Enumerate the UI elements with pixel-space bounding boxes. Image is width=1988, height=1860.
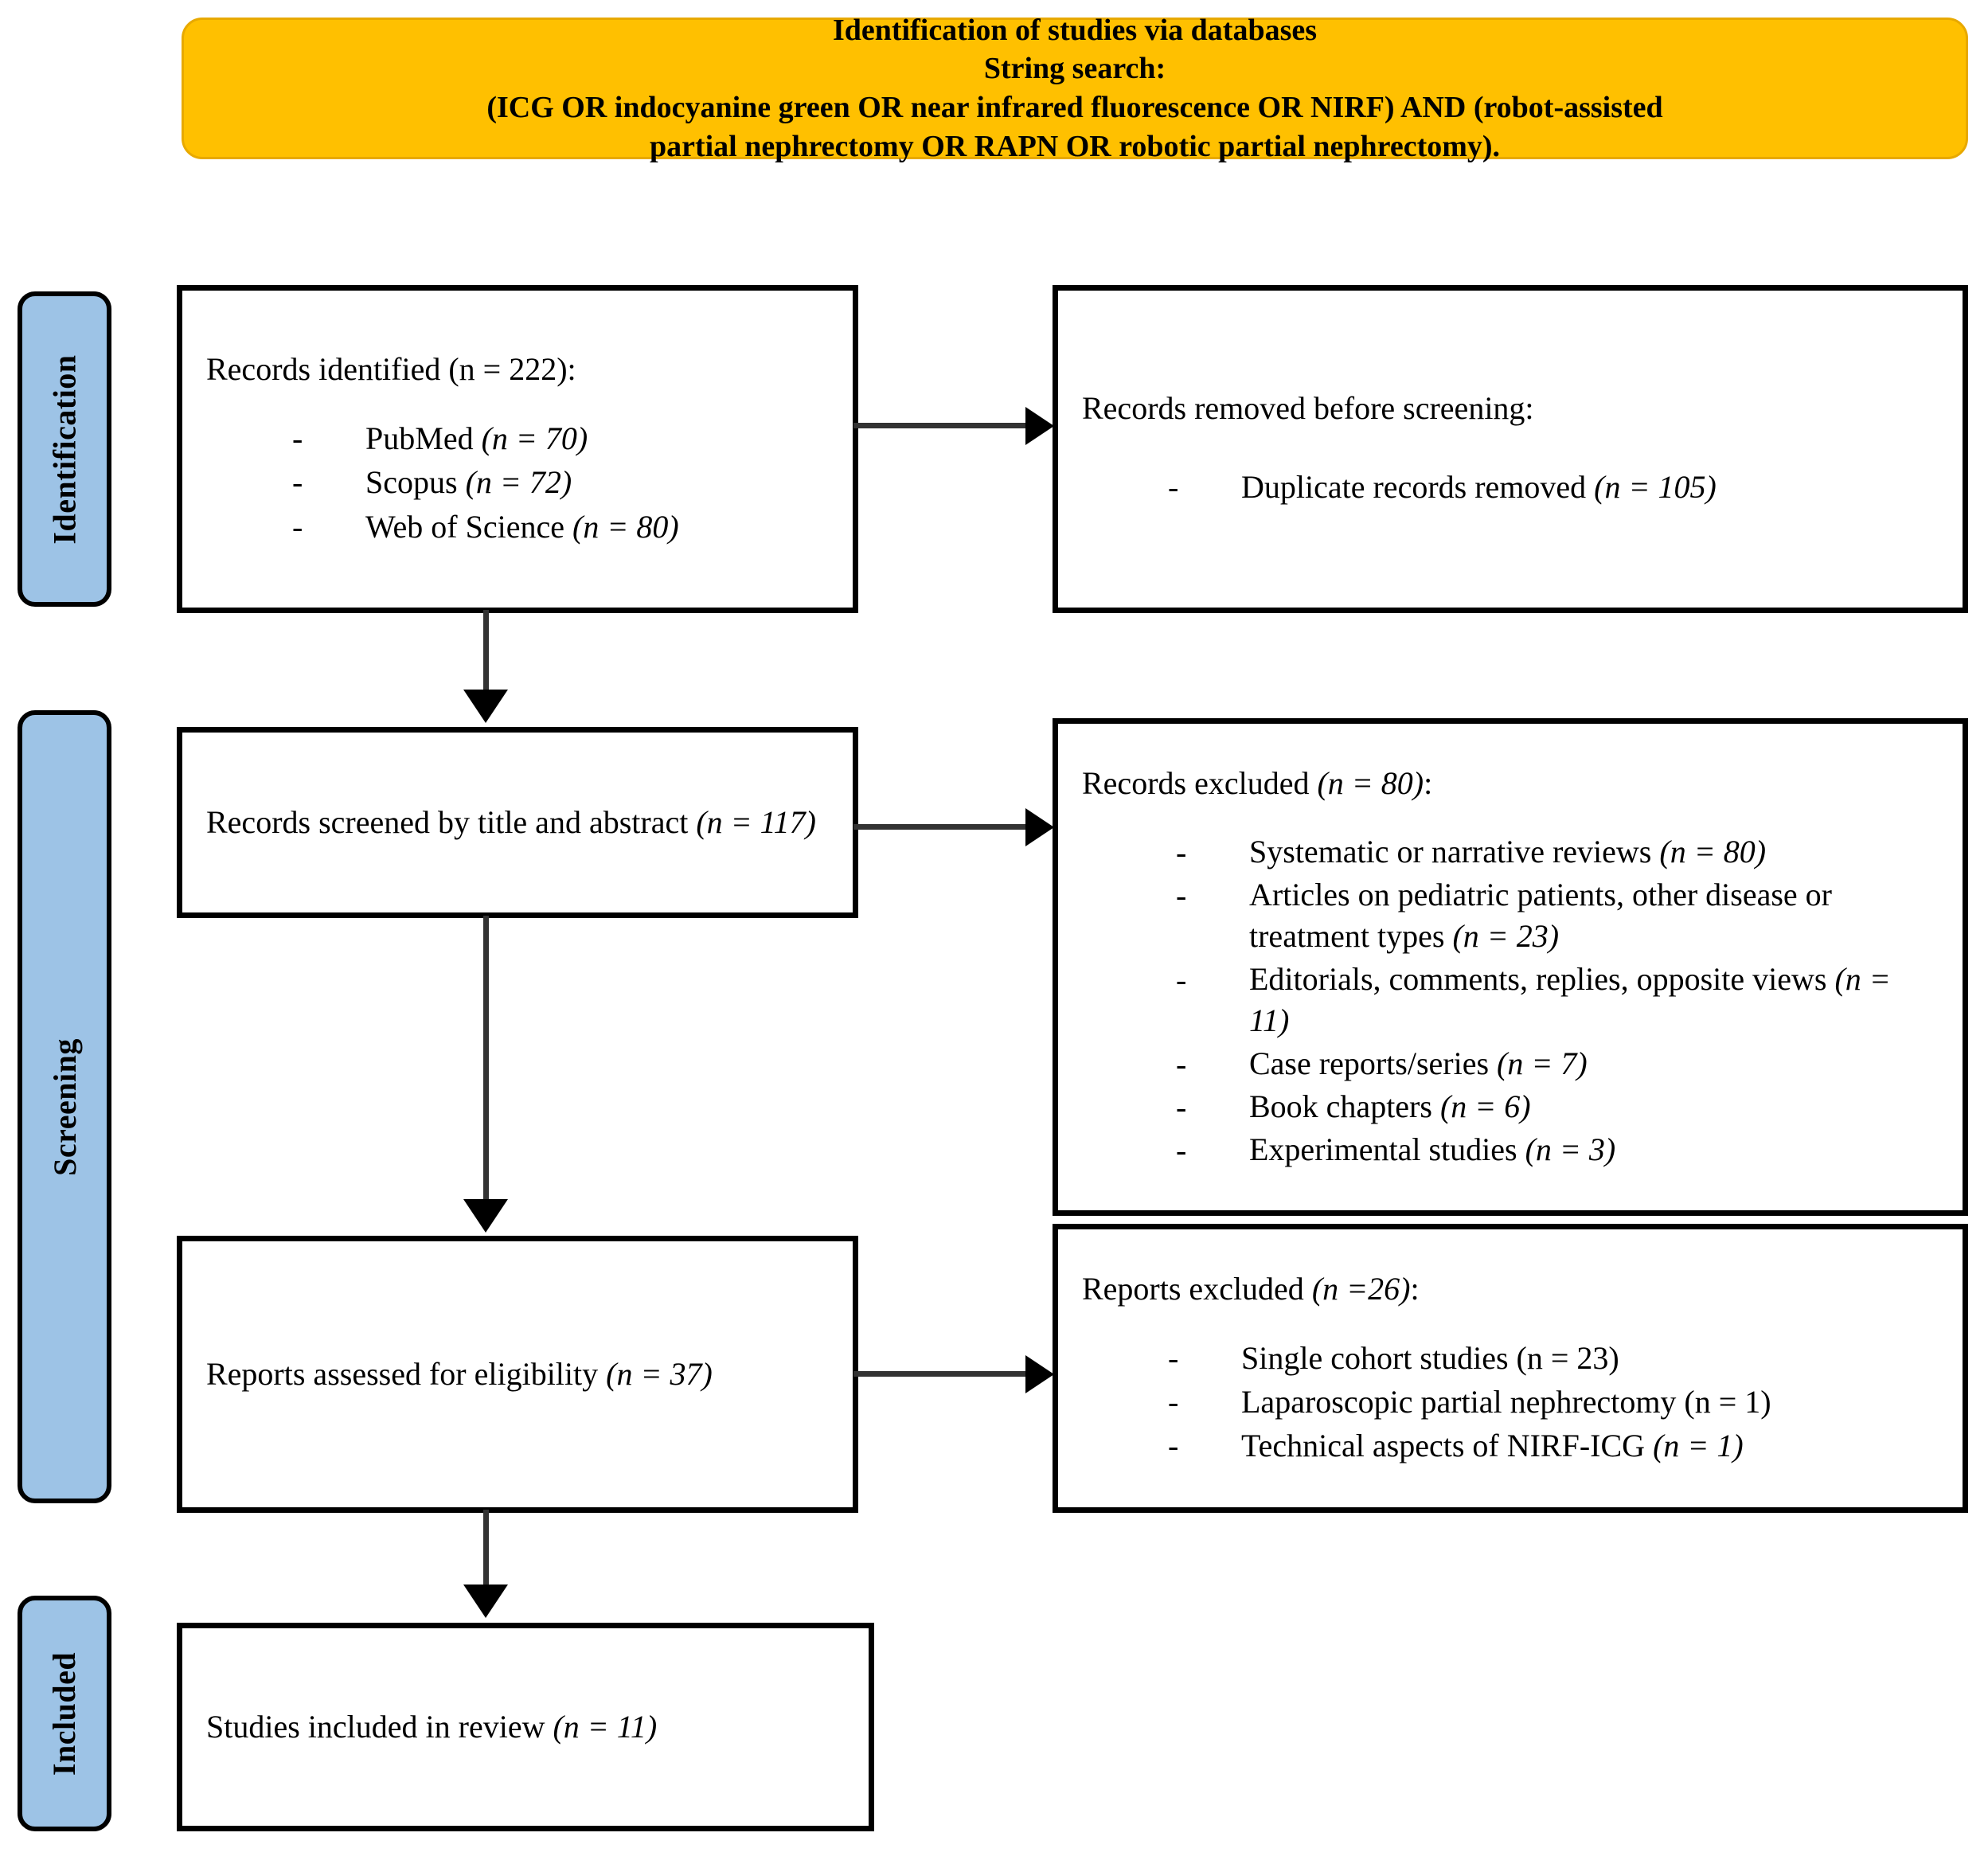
box-reports-assessed-eligibility-title: Reports assessed for eligibility (n = 37… [206,1356,713,1392]
stage-label-identification: Identification [46,354,83,545]
connector-eligibility-to-reports-excluded [853,1371,1030,1377]
box-records-identified: Records identified (n = 222): PubMed (n … [177,285,858,613]
box-records-removed-title: Records removed before screening: [1082,390,1534,427]
list-item: Web of Science (n = 80) [292,506,829,548]
list-item: Technical aspects of NIRF-ICG (n = 1) [1168,1424,1939,1467]
header-banner: Identification of studies via databases … [182,14,1968,163]
list-item: Articles on pediatric patients, other di… [1176,874,1939,957]
stage-pill-included: Included [18,1596,111,1831]
list-item: Editorials, comments, replies, opposite … [1176,959,1939,1041]
arrow-identified-to-screened-icon [463,690,508,723]
box-studies-included: Studies included in review (n = 11) [177,1623,874,1831]
box-records-identified-list: PubMed (n = 70) Scopus (n = 72) Web of S… [206,417,829,549]
stage-pill-screening: Screening [18,710,111,1503]
header-line-3: (ICG OR indocyanine green OR near infrar… [486,91,1663,124]
box-reports-excluded-title: Reports excluded (n =26): [1082,1270,1420,1307]
arrow-screened-to-excluded-icon [1025,808,1054,846]
connector-screened-to-excluded [853,824,1030,830]
stage-label-included: Included [46,1651,83,1776]
box-reports-excluded: Reports excluded (n =26): Single cohort … [1053,1224,1968,1513]
arrow-screened-to-eligibility-icon [463,1199,508,1233]
stage-pill-identification: Identification [18,291,111,607]
list-item: Scopus (n = 72) [292,461,829,503]
list-item: Single cohort studies (n = 23) [1168,1337,1939,1379]
header-line-2: String search: [983,52,1166,86]
connector-identified-to-removed [853,423,1030,428]
arrow-eligibility-to-included-icon [463,1585,508,1618]
list-item: Experimental studies (n = 3) [1176,1129,1939,1171]
box-reports-assessed-eligibility: Reports assessed for eligibility (n = 37… [177,1236,858,1513]
box-records-excluded: Records excluded (n = 80): Systematic or… [1053,718,1968,1216]
connector-screened-to-eligibility [483,916,489,1204]
header-line-1: Identification of studies via databases [832,13,1318,47]
connector-identified-to-screened [483,610,489,694]
list-item: Systematic or narrative reviews (n = 80) [1176,831,1939,873]
header-line-4: partial nephrectomy OR RAPN OR robotic p… [649,129,1501,163]
list-item: Laparoscopic partial nephrectomy (n = 1) [1168,1381,1939,1423]
list-item: Duplicate records removed (n = 105) [1168,466,1939,508]
box-studies-included-title: Studies included in review (n = 11) [206,1709,658,1745]
box-records-screened: Records screened by title and abstract (… [177,727,858,918]
stage-label-screening: Screening [46,1037,83,1176]
list-item: Case reports/series (n = 7) [1176,1043,1939,1085]
list-item: PubMed (n = 70) [292,417,829,459]
box-records-excluded-title: Records excluded (n = 80): [1082,764,1433,801]
arrow-identified-to-removed-icon [1025,407,1054,445]
box-records-removed-list: Duplicate records removed (n = 105) [1082,466,1939,510]
box-records-identified-title: Records identified (n = 222): [206,351,576,388]
box-reports-excluded-list: Single cohort studies (n = 23) Laparosco… [1082,1337,1939,1469]
box-records-removed: Records removed before screening: Duplic… [1053,285,1968,613]
box-records-screened-title: Records screened by title and abstract (… [206,804,816,840]
arrow-eligibility-to-reports-excluded-icon [1025,1355,1054,1393]
box-records-excluded-list: Systematic or narrative reviews (n = 80)… [1082,831,1939,1172]
connector-eligibility-to-included [483,1510,489,1589]
list-item: Book chapters (n = 6) [1176,1086,1939,1128]
